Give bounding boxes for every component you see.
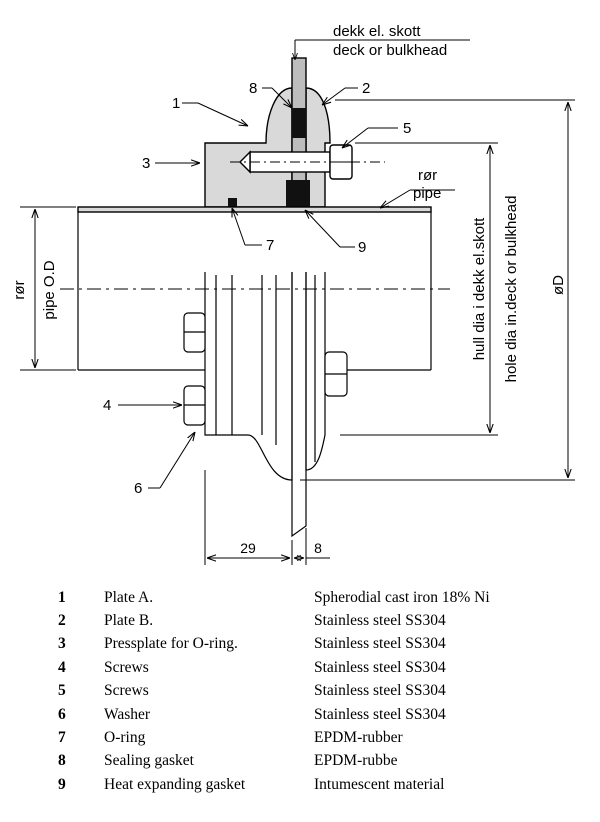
part-name: Plate A. — [104, 588, 154, 606]
parts-row: 4 Screws Stainless steel SS304 — [58, 656, 578, 679]
plate-b — [305, 87, 331, 208]
outer-dia-label: øD — [550, 275, 567, 295]
parts-row: 2 Plate B. Stainless steel SS304 — [58, 609, 578, 632]
callout-7: 7 — [266, 237, 274, 254]
part-material: Stainless steel SS304 — [314, 635, 446, 653]
plate-a — [204, 87, 293, 208]
part-name: Pressplate for O-ring. — [104, 635, 238, 653]
part-name: Heat expanding gasket — [104, 775, 246, 793]
pipe-od-label-en: pipe O.D — [41, 260, 58, 319]
callout-8: 8 — [249, 80, 257, 97]
callout-6: 6 — [134, 480, 142, 497]
part-material: Stainless steel SS304 — [314, 705, 446, 723]
parts-row: 8 Sealing gasket EPDM-rubbe — [58, 750, 578, 773]
sealing-gasket — [292, 108, 306, 138]
pipe-penetration-drawing: dekk el. skott deck or bulkhead rør pipe… — [11, 23, 575, 565]
part-number: 8 — [58, 752, 66, 770]
part-name: Plate B. — [104, 612, 154, 630]
bolt-head-right — [324, 351, 348, 397]
hole-dia-label-en: hole dia in.deck or bulkhead — [503, 196, 520, 383]
part-material: Stainless steel SS304 — [314, 612, 446, 630]
pipe-label-no: rør — [418, 167, 437, 184]
o-ring — [228, 198, 237, 207]
parts-row: 5 Screws Stainless steel SS304 — [58, 680, 578, 703]
part-material: Spherodial cast iron 18% Ni — [314, 588, 490, 606]
pipe-od-label-no: rør — [11, 280, 28, 299]
part-number: 3 — [58, 635, 66, 653]
part-number: 5 — [58, 682, 66, 700]
part-material: Stainless steel SS304 — [314, 682, 446, 700]
heat-expanding-gasket — [286, 180, 310, 207]
part-name: Screws — [104, 682, 149, 700]
callout-5: 5 — [403, 120, 411, 137]
callout-9: 9 — [358, 239, 366, 256]
part-material: Intumescent material — [314, 775, 445, 793]
bolt-head-lower — [183, 385, 206, 426]
callout-1: 1 — [172, 95, 180, 112]
parts-row: 3 Pressplate for O-ring. Stainless steel S… — [58, 633, 578, 656]
parts-list: 1 Plate A. Spherodial cast iron 18% Ni 2 Pla… — [58, 586, 578, 797]
dimension-lines — [20, 99, 575, 565]
part-name: Washer — [104, 705, 151, 723]
leader-lines — [118, 39, 470, 489]
callout-4: 4 — [103, 397, 111, 414]
parts-row: 6 Washer Stainless steel SS304 — [58, 703, 578, 726]
part-name: O-ring — [104, 729, 146, 747]
parts-row: 1 Plate A. Spherodial cast iron 18% Ni — [58, 586, 578, 609]
deck-label-en: deck or bulkhead — [333, 42, 447, 59]
pipe-wall — [77, 206, 432, 213]
callout-2: 2 — [362, 80, 370, 97]
parts-row: 7 O-ring EPDM-rubber — [58, 726, 578, 749]
part-number: 2 — [58, 612, 66, 630]
part-number: 1 — [58, 588, 66, 606]
hole-dia-label-no: hull dia i dekk el.skott — [471, 217, 488, 360]
parts-row: 9 Heat expanding gasket Intumescent materi… — [58, 773, 578, 796]
part-number: 6 — [58, 705, 66, 723]
section-view — [77, 57, 432, 213]
pipe-label-en: pipe — [413, 185, 441, 202]
callout-3: 3 — [142, 155, 150, 172]
bolt-head-upper — [183, 312, 206, 353]
part-material: Stainless steel SS304 — [314, 658, 446, 676]
part-name: Sealing gasket — [104, 752, 194, 770]
deck-label-no: dekk el. skott — [333, 23, 421, 40]
part-number: 9 — [58, 775, 66, 793]
part-name: Screws — [104, 658, 149, 676]
dim-8-label: 8 — [314, 540, 322, 556]
part-number: 4 — [58, 658, 66, 676]
part-material: EPDM-rubber — [314, 729, 403, 747]
part-material: EPDM-rubbe — [314, 752, 398, 770]
part-number: 7 — [58, 729, 66, 747]
elevation-view — [60, 212, 450, 538]
dim-29-label: 29 — [240, 540, 256, 556]
